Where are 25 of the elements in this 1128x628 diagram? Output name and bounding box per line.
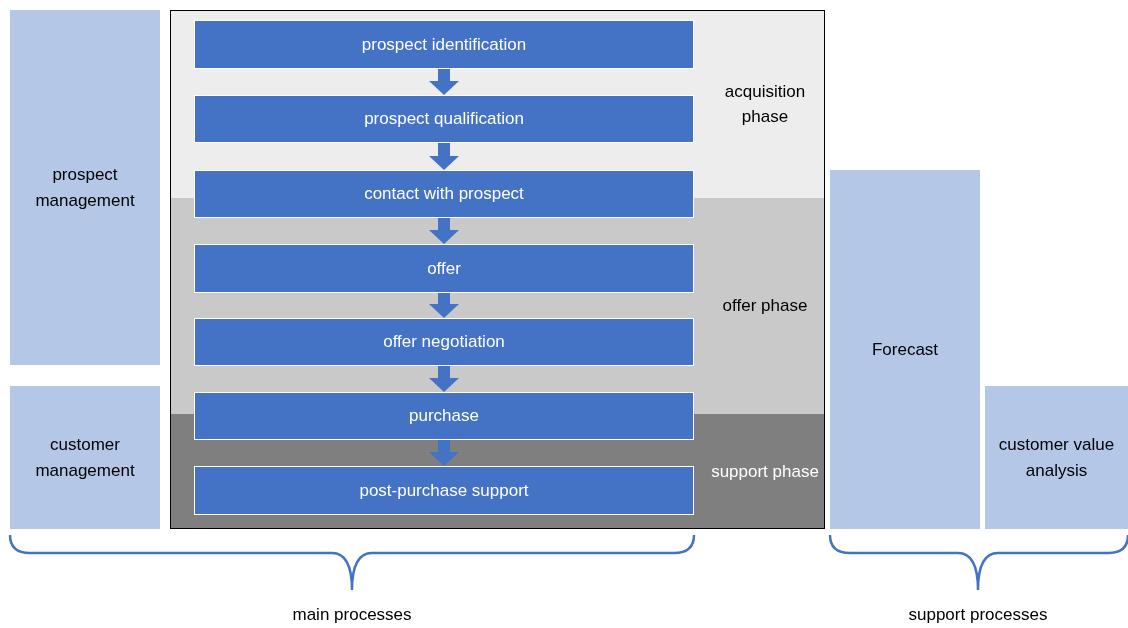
arrow (429, 366, 459, 392)
process-box: Forecast (830, 170, 980, 529)
process-box: customer value analysis (985, 386, 1128, 529)
process-box: customer management (10, 386, 160, 529)
group-label: main processes (292, 605, 412, 625)
phase-label: acquisition phase (723, 80, 807, 128)
process-box: prospect management (10, 10, 160, 365)
process-step-box: contact with prospect (194, 170, 694, 218)
process-step-box: offer (194, 244, 694, 293)
arrow (429, 440, 459, 466)
arrow (429, 143, 459, 170)
arrow (429, 218, 459, 244)
process-step-box: prospect identification (194, 20, 694, 69)
phase-label: offer phase (721, 295, 809, 318)
arrow (429, 293, 459, 318)
phase-band (694, 10, 825, 198)
process-step-box: offer negotiation (194, 318, 694, 366)
process-step-box: post-purchase support (194, 466, 694, 515)
arrow (429, 69, 459, 95)
phase-label: support phase (710, 460, 820, 483)
process-step-box: prospect qualification (194, 95, 694, 143)
phase-band (694, 414, 825, 529)
group-label: support processes (908, 605, 1048, 625)
phase-band (694, 198, 825, 414)
process-step-box: purchase (194, 392, 694, 440)
